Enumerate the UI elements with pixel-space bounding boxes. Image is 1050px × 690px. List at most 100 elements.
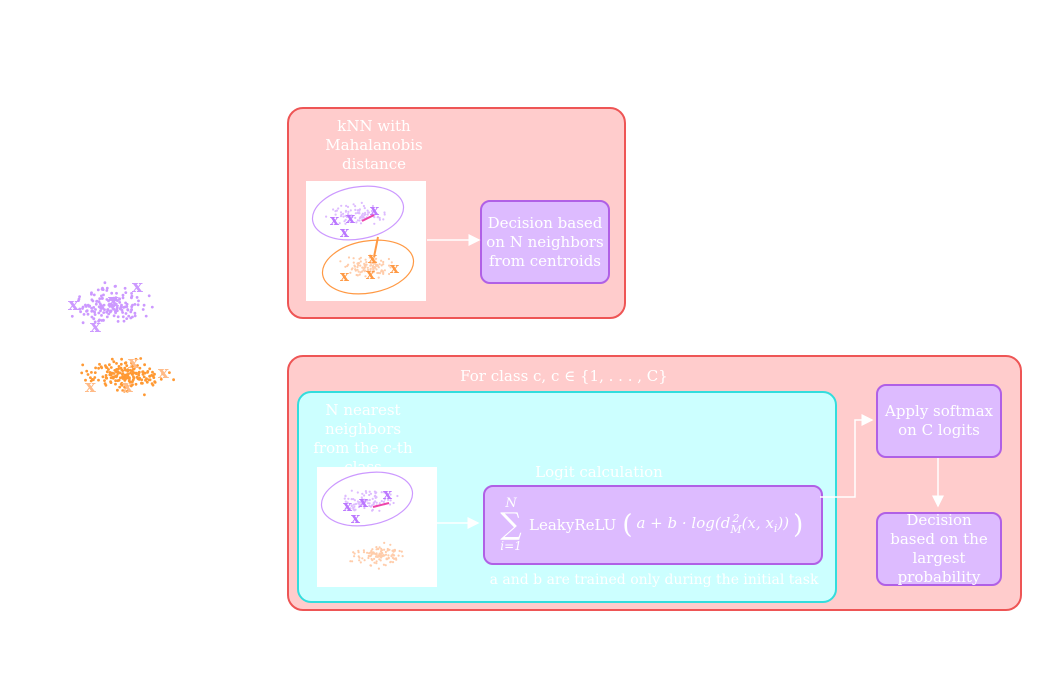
scatter-point <box>134 382 138 386</box>
scatter-point <box>116 388 119 392</box>
violet-centroids: x x x x <box>68 276 143 337</box>
scatter-point <box>107 368 110 371</box>
scatter-point <box>109 366 113 369</box>
scatter-point <box>374 266 377 269</box>
scatter-point <box>93 376 97 379</box>
scatter-point <box>121 372 125 375</box>
scatter-point <box>102 318 105 322</box>
scatter-point <box>141 370 145 374</box>
thumbnail-to-decision-arrow <box>427 234 481 246</box>
scatter-point <box>133 311 137 315</box>
scatter-point <box>85 309 89 313</box>
scatter-point <box>363 262 366 265</box>
scatter-point <box>360 501 363 504</box>
violet-class-ellipse <box>320 471 414 527</box>
scatter-point <box>368 493 371 497</box>
scatter-point <box>100 314 103 317</box>
scatter-point <box>92 293 96 297</box>
scatter-point <box>357 209 360 212</box>
scatter-point <box>379 550 383 553</box>
scatter-point <box>384 564 387 567</box>
scatter-point <box>143 371 147 375</box>
scatter-point <box>364 258 367 261</box>
scatter-point <box>325 215 328 218</box>
scatter-point <box>354 212 357 215</box>
scatter-point <box>382 563 385 566</box>
scatter-point <box>99 309 102 313</box>
formula-to-softmax-arrow <box>820 414 874 498</box>
scatter-point <box>109 380 112 384</box>
scatter-point <box>96 288 100 292</box>
scatter-point <box>112 304 116 308</box>
scatter-point <box>396 494 399 498</box>
scatter-point <box>344 495 347 498</box>
scatter-point <box>148 374 152 378</box>
scatter-point <box>368 498 371 502</box>
scatter-point <box>388 272 391 276</box>
scatter-point <box>374 257 377 260</box>
scatter-point <box>354 208 357 211</box>
scatter-point <box>168 371 171 374</box>
per-class-logit-panel: For class c, c ∈ {1, . . . , C} N neares… <box>287 355 1022 611</box>
scatter-point <box>383 548 386 551</box>
scatter-point <box>148 378 152 382</box>
scatter-point <box>127 314 131 318</box>
scatter-point <box>118 385 122 389</box>
scatter-point <box>346 501 349 504</box>
scatter-point <box>334 213 337 216</box>
scatter-point <box>103 281 107 285</box>
scatter-point <box>357 549 360 552</box>
scatter-point <box>387 557 390 560</box>
scatter-point <box>339 260 342 263</box>
scatter-point <box>375 546 378 549</box>
scatter-point <box>140 378 144 382</box>
scatter-point <box>104 374 108 377</box>
scatter-point <box>125 305 129 308</box>
sum-lower-limit: i=1 <box>500 539 522 553</box>
scatter-point <box>395 558 398 561</box>
close-paren: ) <box>793 509 804 540</box>
scatter-point <box>359 260 362 263</box>
orange-class-points <box>349 541 404 570</box>
scatter-point <box>357 555 360 558</box>
scatter-point <box>369 555 372 558</box>
scatter-point <box>381 552 384 555</box>
scatter-point <box>98 302 102 306</box>
scatter-point <box>376 555 379 558</box>
scatter-point <box>383 491 386 494</box>
class-neighbors-thumbnail: x x x x <box>317 467 437 587</box>
scatter-point <box>392 554 395 557</box>
scatter-point <box>372 271 375 274</box>
scatter-point <box>352 203 355 206</box>
orange-centroids: x x x x <box>85 352 169 397</box>
scatter-point <box>97 305 101 309</box>
scatter-point <box>92 317 96 320</box>
scatter-point <box>372 264 375 268</box>
scatter-point <box>373 552 376 555</box>
scatter-point <box>364 500 367 504</box>
scatter-point <box>356 265 359 269</box>
scatter-point <box>122 306 126 309</box>
scatter-point <box>364 211 367 214</box>
scatter-point <box>366 266 369 269</box>
scatter-point <box>115 309 119 313</box>
open-paren: ( <box>622 509 633 540</box>
scatter-point <box>99 365 103 369</box>
scatter-point <box>371 204 374 208</box>
scatter-point <box>370 549 373 552</box>
scatter-point <box>389 266 392 269</box>
scatter-point <box>125 364 129 368</box>
scatter-point <box>90 309 94 313</box>
scatter-point <box>136 303 140 307</box>
formula-subscript: M <box>730 522 742 536</box>
scatter-point <box>113 369 117 372</box>
scatter-point <box>369 254 372 257</box>
scatter-point <box>334 210 337 213</box>
scatter-point <box>371 548 374 551</box>
scatter-point <box>363 264 366 267</box>
scatter-point <box>121 377 125 380</box>
scatter-point <box>361 499 364 503</box>
scatter-point <box>84 378 87 382</box>
scatter-point <box>116 370 120 374</box>
